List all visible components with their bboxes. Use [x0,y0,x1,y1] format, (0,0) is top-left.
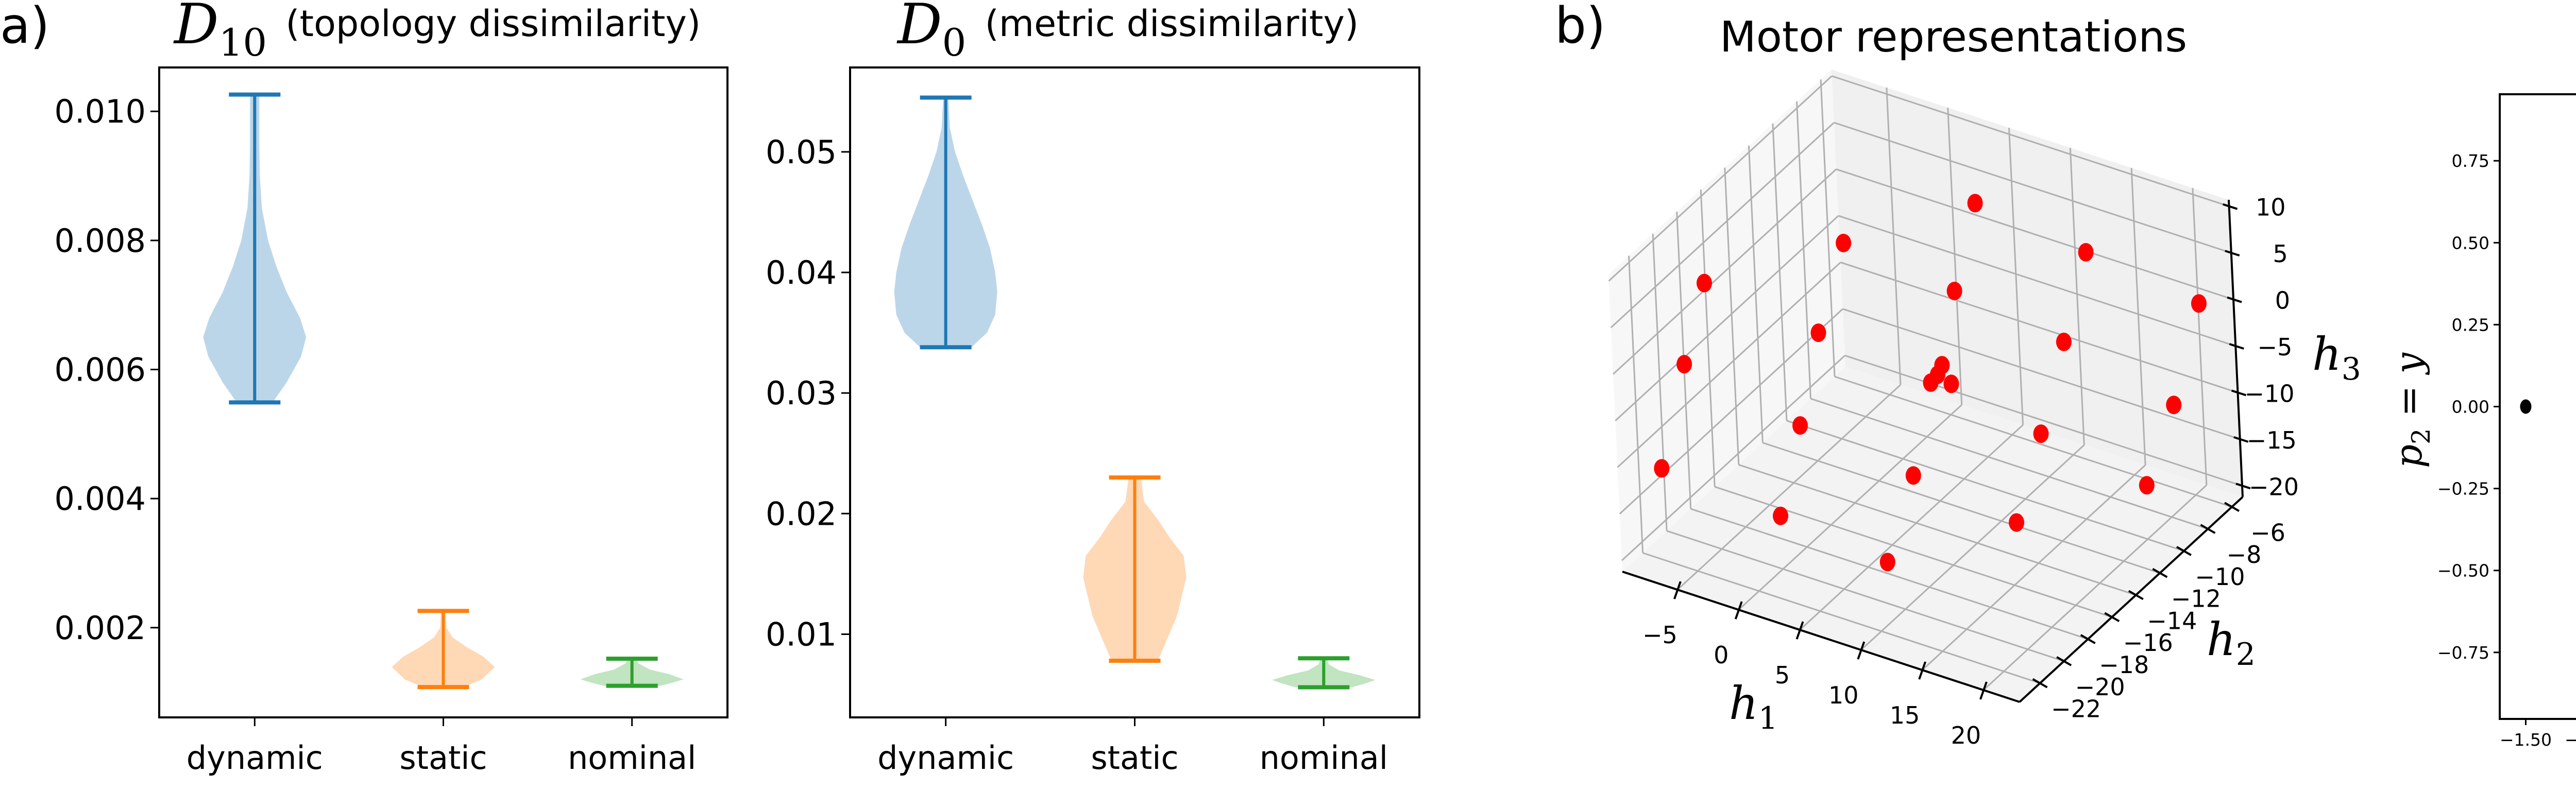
y-tick-label: 0.01 [766,615,837,653]
svg-text:20: 20 [1951,722,1981,749]
y-tick-label: 0.006 [55,351,146,389]
y-tick-label: 0.004 [55,480,146,518]
y-tick-label: 0.04 [766,254,837,291]
d10-title-symbol: D10 [174,0,267,65]
svg-text:15: 15 [1890,701,1920,729]
motor-point [1696,273,1712,293]
svg-text:−22: −22 [2051,695,2101,723]
y-tick-label: 0.002 [55,609,146,647]
svg-text:−18: −18 [2099,651,2149,679]
d0-title-symbol: D0 [897,0,967,65]
svg-text:−15: −15 [2247,426,2297,454]
x-tick-label: static [1091,739,1178,777]
x-tick-label: dynamic [877,739,1014,777]
axes-frame [2499,93,2576,720]
h2-axis-label: h2 [2207,613,2256,673]
motor-point [1946,282,1962,301]
motor-point [1905,466,1921,485]
d10-violin-plot: dynamic static nominal 0.002 0.004 0.006 0.008… [55,66,728,777]
motor-title: Motor representations [1720,13,2188,62]
motor-point [1923,373,1939,392]
motor-point [2009,513,2025,532]
left-pane [1608,70,1845,572]
svg-text:−5: −5 [2257,333,2292,361]
y-tick-label: 0.008 [55,222,146,260]
motor-3d-plot: −505101520−22−20−18−16−14−12−10−8−6−20−1… [1608,70,2299,749]
y-tick-label: 0.010 [55,93,146,130]
y-tick-label: 0.02 [766,495,837,533]
motor-point [1792,416,1808,435]
y-tick-label: 0.03 [766,374,837,412]
p2-axis-label: p2 = y [2387,352,2436,469]
panel-a-label: a) [0,0,50,55]
d0-violin-plot: dynamic static nominal 0.01 0.02 0.03 0.04 0.05 [766,66,1420,777]
motor-point [2166,396,2182,415]
floor-pane [1622,367,2243,702]
svg-text:0: 0 [2275,287,2290,315]
svg-text:−6: −6 [2250,519,2285,546]
y-tick-label: 0.75 [2452,151,2489,171]
panel-b-label: b) [1555,0,1606,55]
motor-point [1967,194,1983,213]
motor-point [1879,553,1895,572]
motor-point [2033,424,2049,443]
svg-text:−20: −20 [2075,673,2125,701]
y-tick-label: 0.05 [766,133,837,171]
y-tick-label: −0.75 [2437,643,2489,663]
y-tick-label: 0.50 [2452,233,2489,253]
svg-text:−16: −16 [2123,629,2173,657]
motor-point [2191,294,2207,313]
svg-text:−10: −10 [2195,563,2245,591]
x-tick-label: −1.25 [2565,730,2576,750]
h3-axis-label: h3 [2312,328,2361,388]
axes-frame [849,66,1420,718]
svg-text:−10: −10 [2244,380,2294,407]
motor-point [1836,233,1852,252]
d10-title-text: (topology dissimilarity) [285,3,701,45]
sensor-scatter-plot: −1.50−1.25−1.00−0.75−0.50−0.250.000.250.… [2437,93,2576,750]
motor-point [1943,374,1959,393]
svg-text:−5: −5 [1642,621,1677,649]
x-tick-label: −1.50 [2500,730,2552,750]
y-tick-label: 0.00 [2452,397,2489,417]
svg-text:−8: −8 [2227,541,2262,569]
motor-point [1654,459,1670,478]
svg-text:10: 10 [1828,681,1859,709]
y-tick-label: −0.50 [2437,561,2489,581]
motor-point [1676,355,1692,374]
axes-frame [158,66,728,718]
svg-text:−12: −12 [2171,585,2221,613]
d10-title: D10 (topology dissimilarity) [174,0,701,62]
x-tick-label: nominal [1260,739,1388,777]
svg-text:−20: −20 [2249,473,2299,501]
y-tick-label: −0.25 [2437,479,2489,499]
svg-text:5: 5 [2273,240,2288,268]
x-tick-label: dynamic [187,739,323,777]
d0-title-text: (metric dissimilarity) [985,3,1359,45]
svg-text:0: 0 [1714,641,1728,669]
x-tick-label: nominal [568,739,696,777]
motor-point [2056,332,2072,351]
sensor-point [2520,399,2532,414]
motor-point [1934,356,1950,375]
y-tick-label: 0.25 [2452,315,2489,335]
motor-point [2139,476,2155,495]
x-tick-label: static [399,739,487,777]
svg-text:−14: −14 [2147,607,2197,634]
svg-text:10: 10 [2256,194,2286,221]
svg-text:5: 5 [1775,661,1790,689]
motor-point [1773,506,1789,525]
d0-title: D0 (metric dissimilarity) [897,0,1359,62]
motor-point [2078,243,2094,262]
motor-point [1810,323,1826,342]
h1-axis-label: h1 [1729,677,1778,737]
